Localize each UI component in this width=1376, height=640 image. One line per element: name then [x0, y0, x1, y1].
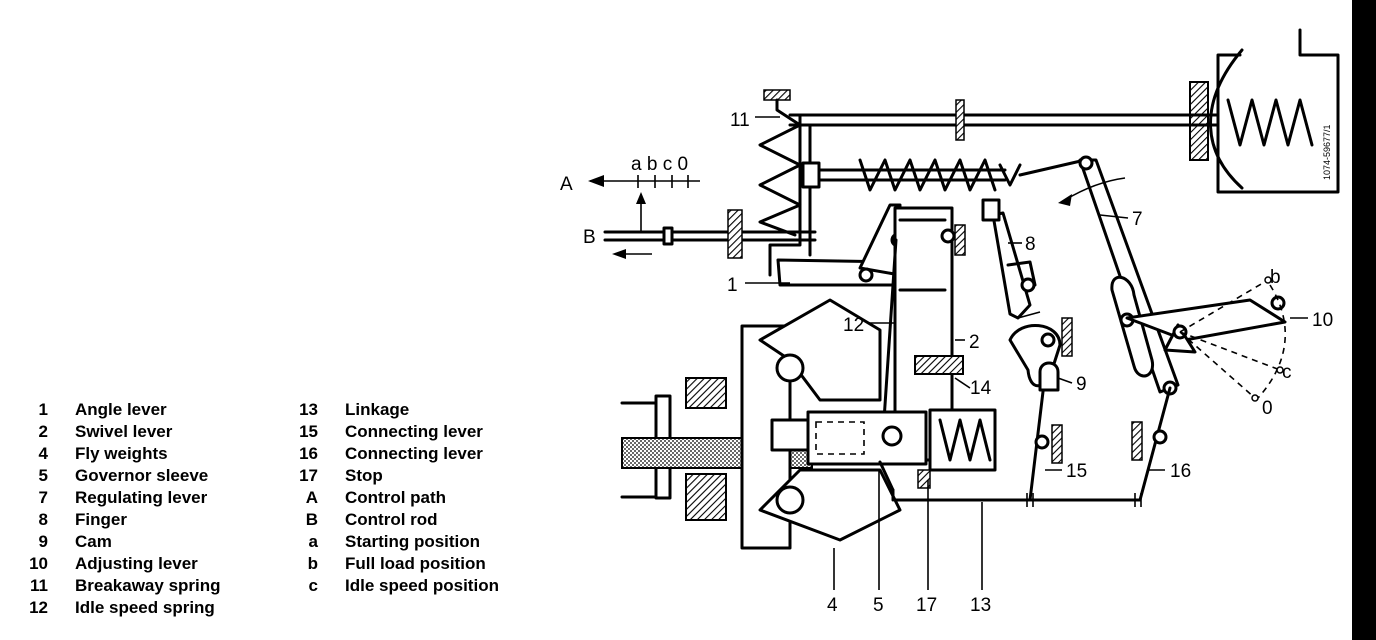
legend-item: B Control rod	[270, 509, 550, 531]
legend-item: 13 Linkage	[270, 399, 550, 421]
callout-8: 8	[1025, 234, 1036, 255]
callout-14: 14	[970, 378, 992, 399]
legend-text: Regulating lever	[75, 488, 208, 507]
angle-and-swivel-levers	[776, 203, 966, 462]
top-rod	[788, 113, 1220, 127]
legend-text: Linkage	[345, 400, 410, 419]
legend-item: 17 Stop	[270, 465, 550, 487]
callout-c: c	[1282, 362, 1292, 383]
regulating-lever	[1058, 155, 1180, 396]
callout-16: 16	[1170, 461, 1191, 482]
legend-item: 11 Breakaway spring	[0, 575, 280, 597]
legend-item: 2 Swivel lever	[0, 421, 280, 443]
legend-item: A Control path	[270, 487, 550, 509]
callout-17: 17	[916, 595, 937, 616]
callout-13: 13	[970, 595, 991, 616]
callout-A: A	[560, 174, 573, 195]
callout-11: 11	[730, 110, 750, 131]
legend-item: 10 Adjusting lever	[0, 553, 280, 575]
legend-text: Finger	[75, 510, 127, 529]
legend-key: 16	[299, 444, 318, 463]
legend-text: Fly weights	[75, 444, 168, 463]
top-spring-housing	[1189, 28, 1340, 194]
legend-key: A	[305, 488, 318, 507]
callout-B: B	[583, 227, 596, 248]
legend-text: Idle speed position	[345, 576, 499, 595]
legend-key: 15	[299, 422, 318, 441]
callout-12: 12	[843, 315, 864, 336]
legend-text: Connecting lever	[345, 422, 483, 441]
callout-scale: a b c 0	[631, 154, 688, 175]
legend-text: Adjusting lever	[75, 554, 198, 573]
legend-text: Breakaway spring	[75, 576, 221, 595]
legend-key: 7	[38, 488, 48, 507]
callout-7: 7	[1132, 209, 1143, 230]
governor-assembly	[620, 298, 928, 550]
callout-2: 2	[969, 332, 980, 353]
legend-text: Cam	[75, 532, 112, 551]
legend-key: 11	[30, 576, 48, 595]
legend-item: 16 Connecting lever	[270, 443, 550, 465]
legend-key: B	[305, 510, 318, 529]
legend-text: Connecting lever	[345, 444, 483, 463]
callout-lines	[745, 116, 1308, 590]
callout-4: 4	[827, 595, 838, 616]
callout-15: 15	[1066, 461, 1087, 482]
legend-text: Control path	[345, 488, 447, 507]
legend-item: 5 Governor sleeve	[0, 465, 280, 487]
legend-text: Swivel lever	[75, 422, 173, 441]
legend-text: Control rod	[345, 510, 438, 529]
legend-key: b	[307, 554, 318, 573]
scan-edge-bar	[1352, 0, 1376, 640]
legend-item: 7 Regulating lever	[0, 487, 280, 509]
legend-key: 9	[38, 532, 48, 551]
legend-key: 8	[38, 510, 48, 529]
legend-text: Idle speed spring	[75, 598, 215, 617]
callout-0: 0	[1262, 398, 1273, 419]
drawing-code: 1074-59677/1	[1322, 124, 1332, 180]
callout-9: 9	[1076, 374, 1087, 395]
legend-text: Full load position	[345, 554, 486, 573]
upper-spring	[801, 158, 1087, 192]
legend-item: 8 Finger	[0, 509, 280, 531]
legend-key: 17	[299, 466, 318, 485]
legend-item: 12 Idle speed spring	[0, 597, 280, 619]
legend-text: Angle lever	[75, 400, 167, 419]
legend-key: c	[308, 576, 318, 595]
legend-key: 13	[299, 400, 318, 419]
stop-springs	[914, 355, 997, 489]
legend-key: 1	[38, 400, 48, 419]
legend-text: Starting position	[345, 532, 481, 551]
legend-key: 5	[38, 466, 48, 485]
callout-10: 10	[1312, 310, 1333, 331]
legend-text: Stop	[345, 466, 383, 485]
finger-and-cam	[981, 198, 1073, 392]
callout-b: b	[1270, 267, 1281, 288]
legend-item: 1 Angle lever	[0, 399, 280, 421]
legend-text: Governor sleeve	[75, 466, 209, 485]
adjusting-lever	[1125, 276, 1287, 402]
legend-item: a Starting position	[270, 531, 550, 553]
legend-item: b Full load position	[270, 553, 550, 575]
control-rod	[603, 230, 817, 242]
rod-bearing	[727, 209, 743, 259]
legend-item: c Idle speed position	[270, 575, 550, 597]
legend-key: 2	[38, 422, 48, 441]
control-path-scale	[588, 175, 700, 259]
callout-1: 1	[727, 275, 738, 296]
legend-key: a	[308, 532, 318, 551]
legend-item: 15 Connecting lever	[270, 421, 550, 443]
rod-guide	[955, 99, 965, 141]
callout-5: 5	[873, 595, 884, 616]
legend-key: 4	[38, 444, 48, 463]
breakaway-spring	[758, 89, 812, 277]
legend-key: 10	[29, 554, 48, 573]
legend-item: 9 Cam	[0, 531, 280, 553]
legend-item: 4 Fly weights	[0, 443, 280, 465]
legend-key: 12	[29, 598, 48, 617]
